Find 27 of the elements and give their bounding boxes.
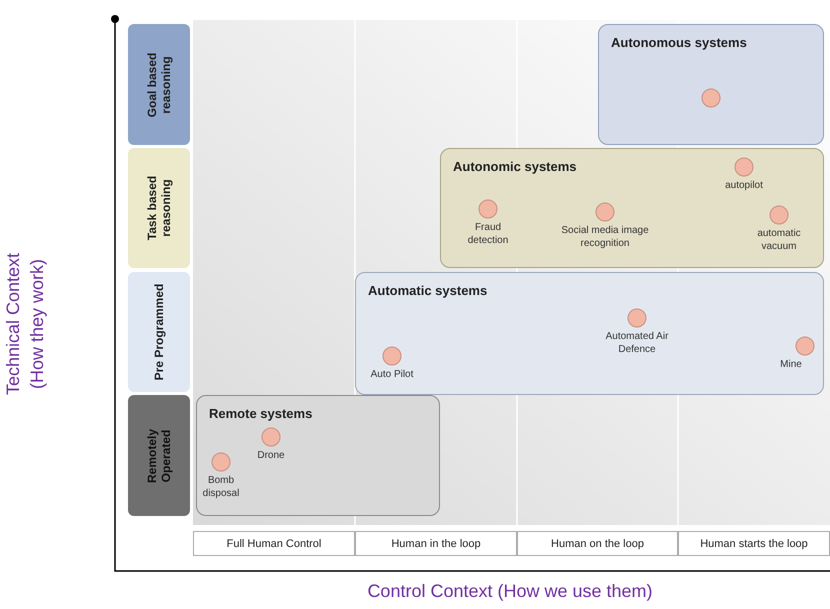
row-label-box: Task based reasoning — [128, 148, 190, 268]
column-header-cell: Human on the loop — [517, 531, 678, 556]
row-label-box: Pre Programmed — [128, 272, 190, 392]
region-box — [598, 24, 824, 145]
point-label: Automated Air Defence — [604, 330, 670, 356]
point-label: Fraud detection — [466, 221, 510, 247]
y-axis-title: Technical Context (How they work) — [2, 252, 48, 398]
column-header-cell: Full Human Control — [193, 531, 355, 556]
point-label: Drone — [256, 449, 286, 462]
x-axis-title: Control Context (How we use them) — [366, 581, 654, 602]
row-label-box: Remotely Operated — [128, 395, 190, 516]
point-label: Social media image recognition — [560, 224, 650, 250]
region-title: Remote systems — [209, 406, 312, 421]
region-title: Autonomous systems — [611, 35, 747, 50]
column-header-cell: Human starts the loop — [678, 531, 830, 556]
point-label: Bomb disposal — [202, 474, 240, 500]
point-label: Mine — [779, 358, 803, 371]
region-title: Automatic systems — [368, 283, 488, 298]
point-label: autopilot — [724, 179, 764, 192]
row-label-box: Goal based reasoning — [128, 24, 190, 145]
region-title: Autonomic systems — [453, 159, 577, 174]
region-box — [196, 395, 440, 516]
point-label: automatic vacuum — [756, 227, 802, 253]
region-box — [440, 148, 824, 268]
region-box — [355, 272, 824, 395]
column-header-cell: Human in the loop — [355, 531, 517, 556]
point-label: Auto Pilot — [370, 368, 414, 381]
